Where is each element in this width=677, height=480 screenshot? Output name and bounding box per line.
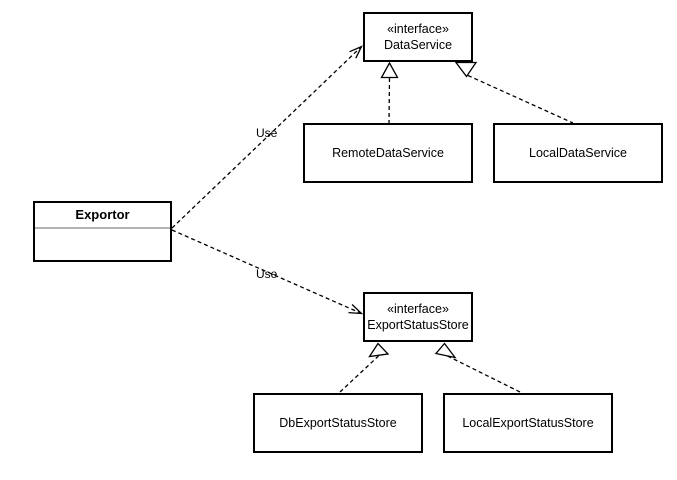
edge-dependency-exportor-dataservice xyxy=(171,45,363,229)
node-exportstatusstore-name: ExportStatusStore xyxy=(367,318,469,332)
open-arrow-icon xyxy=(348,304,364,315)
hollow-triangle-icon xyxy=(368,342,390,358)
node-remotedataservice-name: RemoteDataService xyxy=(332,146,444,160)
node-dbexportstatusstore-name: DbExportStatusStore xyxy=(279,416,397,430)
node-localexportstatusstore: LocalExportStatusStore xyxy=(443,393,613,453)
node-exportor-body xyxy=(35,229,170,260)
node-dataservice-stereotype: «interface» xyxy=(387,22,449,36)
node-exportstatusstore-stereotype: «interface» xyxy=(387,302,449,316)
node-dataservice: «interface» DataService xyxy=(363,12,473,62)
node-exportstatusstore: «interface» ExportStatusStore xyxy=(363,292,473,342)
hollow-triangle-icon xyxy=(380,61,399,79)
hollow-triangle-icon xyxy=(434,342,457,359)
open-arrow-icon xyxy=(349,45,363,59)
hollow-triangle-icon xyxy=(454,61,478,78)
node-remotedataservice: RemoteDataService xyxy=(303,123,473,183)
edge-dependency-exportor-exportstatusstore xyxy=(171,229,364,315)
edge-realization-remotedataservice-dataservice xyxy=(380,61,399,124)
dependency-label-use-exportstatusstore: Use xyxy=(256,267,278,281)
edge-realization-localdataservice-dataservice xyxy=(454,61,574,124)
node-localexportstatusstore-name: LocalExportStatusStore xyxy=(462,416,594,430)
node-exportor: Exportor xyxy=(33,201,172,262)
compartment-divider xyxy=(35,227,170,229)
node-exportor-name: Exportor xyxy=(75,207,130,222)
edge-realization-dbexportstatusstore-exportstatusstore xyxy=(339,342,390,393)
node-dbexportstatusstore: DbExportStatusStore xyxy=(253,393,423,453)
node-localdataservice: LocalDataService xyxy=(493,123,663,183)
dependency-label-use-dataservice: Use xyxy=(256,126,278,140)
node-dataservice-name: DataService xyxy=(383,38,453,52)
node-localdataservice-name: LocalDataService xyxy=(529,146,627,160)
edge-realization-localexportstatusstore-exportstatusstore xyxy=(434,342,521,393)
